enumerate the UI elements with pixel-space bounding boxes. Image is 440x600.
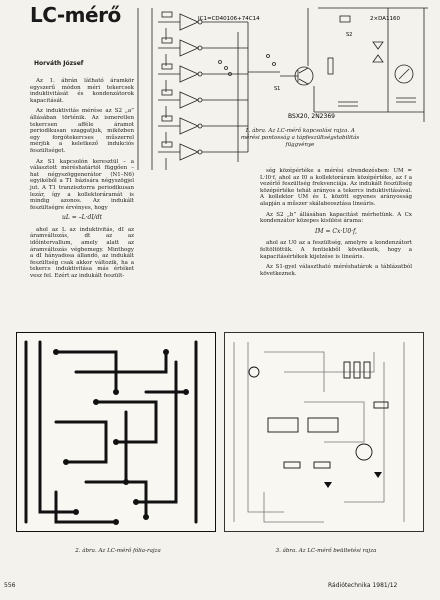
journal-footer: Rádiótechnika 1981/12 (328, 582, 398, 589)
ic-label: IC1=CD40106+74C14 (198, 16, 260, 22)
figure3-caption: 3. ábra. Az LC-mérő beültetési rajza (275, 548, 377, 554)
switch-s1-label: S1 (274, 86, 280, 92)
formula-induced-voltage: uL = –L·dI/dt (61, 214, 103, 222)
right-paragraph: Az S2 „b” állásában kapacitást mérhetünk… (260, 211, 412, 225)
right-paragraph: Az S1-gyel választható méréshatárok a tá… (260, 264, 412, 277)
article-title: LC-mérő (30, 3, 121, 27)
left-paragraph: Az 1. ábrán látható áramkör egyszerű mód… (30, 78, 134, 104)
right-paragraph: ahol az U0 az a feszültség, amelyre a ko… (260, 240, 412, 260)
formula-capacitor-current: IM = Cx·U0·f, (315, 227, 357, 235)
left-paragraph: ahol az L az induktivitás, dI az áramvál… (30, 226, 134, 280)
figure2-caption: 2. ábra. Az LC-mérő fólia-rajza (75, 548, 161, 554)
left-paragraph: Az S1 kapcsolón keresztül – a választott… (30, 158, 134, 211)
switch-s2-label: S2 (346, 32, 352, 38)
transistor-label: BSX20, 2N2369 (288, 113, 335, 120)
right-text-column: ség középértéke a mérési elrendezésben: … (260, 168, 412, 281)
page-number: 556 (4, 582, 16, 589)
ic2-label: 2×DA1160 (370, 16, 401, 22)
component-layout-figure (224, 332, 424, 532)
right-paragraph: ség középértéke a mérési elrendezésben: … (260, 168, 412, 207)
left-paragraph: Az induktivitás mérése az S2 „a” állásáb… (30, 108, 134, 154)
pcb-foil-figure (16, 332, 216, 532)
left-text-column: Az 1. ábrán látható áramkör egyszerű mód… (30, 78, 134, 284)
schematic-figure: IC1=CD40106+74C14 2×DA1160 BSX20, 2N2369… (137, 7, 428, 171)
figure1-caption: 1. ábra. Az LC-mérő kapcsolási rajza. A … (240, 128, 360, 148)
article-author: Horváth József (34, 60, 84, 67)
